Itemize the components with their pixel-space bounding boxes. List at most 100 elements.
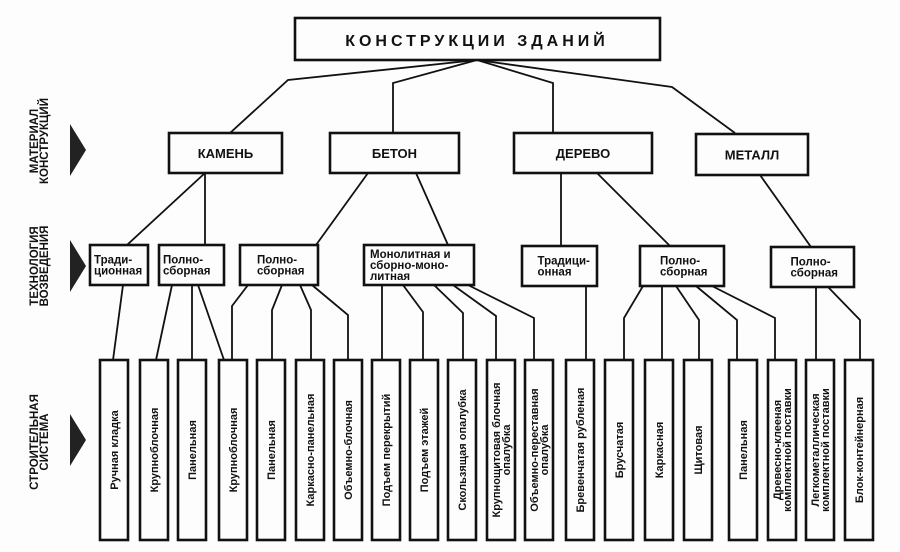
technology-label-line: ционная (94, 266, 142, 278)
system-label-line: опалубка (501, 424, 513, 476)
triangle-arrow-icon (70, 124, 86, 176)
system-box (255, 358, 287, 542)
connector-line (467, 284, 535, 360)
system-label-line: опалубка (539, 424, 551, 476)
level-label-line: ТЕХНОЛОГИЯ (29, 226, 41, 305)
system-label-line: Блок-контейнерная (854, 397, 866, 503)
technology-label-line: литная (370, 271, 410, 283)
material-node: КАМЕНЬ (167, 131, 284, 175)
level-label-line: СИСТЕМА (39, 413, 51, 470)
root-node: КОНСТРУКЦИИ ЗДАНИЙ (293, 16, 662, 62)
system-label-line: Панельная (187, 420, 199, 480)
level-label-line: МАТЕРИАЛ (29, 109, 41, 173)
connector-line (623, 285, 644, 360)
technology-node: Полно-сборная (638, 244, 726, 288)
system-label-line: Щитовая (693, 425, 705, 474)
connector-line (476, 59, 736, 134)
system-label-line: Панельная (738, 420, 750, 480)
technology-label-line: Полно- (257, 255, 297, 267)
triangle-arrow-icon (70, 240, 86, 292)
technology-node: Тради-ционная (88, 243, 150, 287)
level-label-line: СТРОИТЕЛЬНАЯ (29, 394, 41, 490)
system-box (294, 358, 326, 542)
system-label-line: комплектной поставки (820, 388, 832, 512)
level-label-line: КОНСТРУКЦИЙ (38, 98, 51, 184)
system-node: Крупноблочная (217, 358, 249, 542)
system-box (332, 358, 364, 542)
material-box (328, 131, 461, 175)
connector-line (311, 284, 349, 360)
system-node: Брусчатая (603, 358, 635, 542)
system-box (98, 358, 130, 542)
system-box (217, 358, 249, 542)
connector-line (452, 284, 497, 360)
technology-node: Полно-сборная (157, 243, 226, 287)
triangle-arrow-icon (70, 414, 86, 466)
technology-label-line: Полно- (660, 256, 700, 268)
system-label-line: Каркасная (654, 422, 666, 479)
technology-label-line: Монолитная и (370, 249, 451, 261)
system-box (138, 358, 170, 542)
technology-box (362, 243, 476, 287)
system-label-line: Объемно-блочная (343, 400, 355, 500)
system-label-line: Объемно-переставная (529, 388, 541, 511)
connector-line (476, 59, 554, 133)
technology-label-line: Полно- (791, 257, 831, 269)
system-label-line: Панельная (266, 420, 278, 480)
system-label-line: Бревенчатая рубленая (575, 388, 587, 513)
material-node: БЕТОН (328, 131, 461, 175)
system-box (766, 358, 798, 542)
system-box (603, 358, 635, 542)
level-label-line: ВОЗВЕДЕНИЯ (39, 226, 51, 307)
connector-line (759, 174, 812, 248)
system-node: Щитовая (682, 358, 714, 542)
technology-label-line: онная (538, 267, 572, 279)
connector-line (675, 285, 700, 360)
technology-label-line: Полно- (163, 255, 203, 267)
system-label-line: Крупнощитовая блочная (491, 382, 503, 517)
system-box (370, 358, 402, 542)
system-box (804, 358, 836, 542)
system-box (843, 358, 875, 542)
system-label-line: Ручная кладка (109, 409, 121, 489)
root-title: КОНСТРУКЦИИ ЗДАНИЙ (345, 31, 609, 50)
system-box (485, 358, 517, 542)
connector-line (402, 284, 424, 360)
system-node: Ручная кладка (98, 358, 130, 542)
connector-line (315, 172, 369, 246)
connector-lines (112, 59, 861, 361)
system-box (564, 358, 596, 542)
system-label-line: Каркасно-панельная (305, 394, 317, 507)
system-node: Крупноблочная (138, 358, 170, 542)
connector-line (596, 172, 671, 247)
connector-line (155, 284, 173, 361)
system-label-line: комплектной поставки (782, 388, 794, 512)
connector-line (112, 284, 124, 361)
system-label-line: Легкометаллическая (810, 393, 822, 506)
material-box (694, 132, 810, 177)
material-box (167, 131, 284, 175)
material-node: МЕТАЛЛ (694, 132, 810, 177)
technology-node: Полно-сборная (769, 245, 856, 289)
technology-node: Полно-сборная (238, 243, 320, 287)
system-label-line: Скользящая опалубка (457, 388, 469, 510)
material-label: МЕТАЛЛ (725, 148, 779, 163)
system-node: Бревенчатая рубленая (564, 358, 596, 542)
connector-line (433, 284, 464, 360)
system-node: Панельная (176, 358, 208, 542)
system-label-line: Крупноблочная (228, 408, 240, 493)
system-node: Объемно-блочная (332, 358, 364, 542)
system-box (682, 358, 714, 542)
material-node: ДЕРЕВО (512, 131, 654, 175)
technology-box (638, 244, 726, 288)
